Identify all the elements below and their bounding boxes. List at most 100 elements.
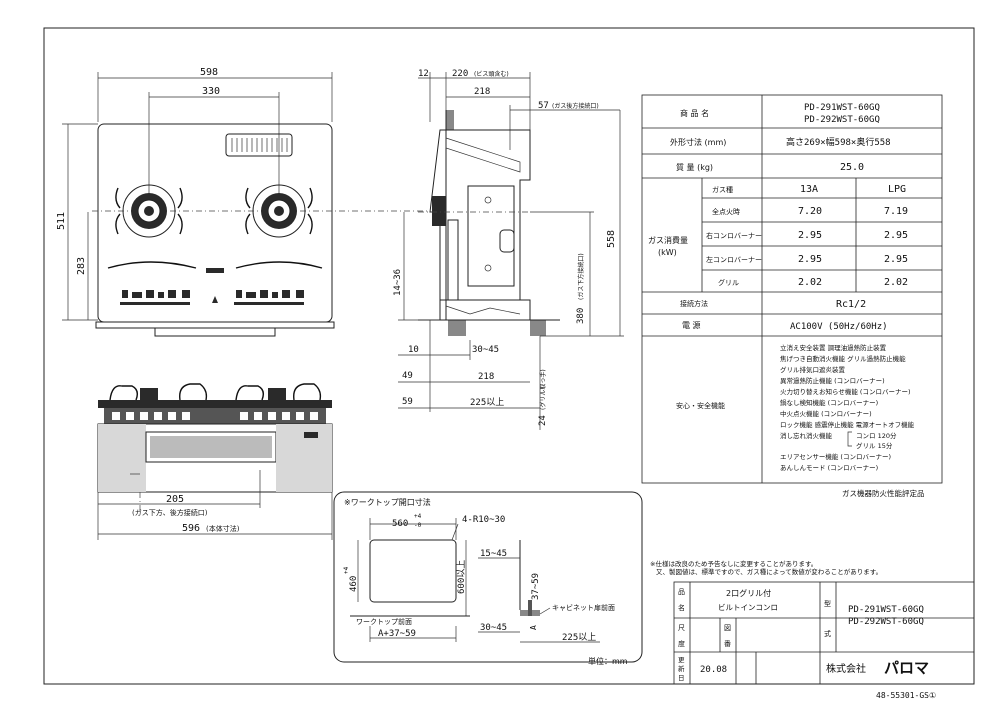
sheet-border [43, 27, 975, 685]
svg-text:全点火時: 全点火時 [712, 207, 740, 216]
dim-218-bottom: 218 [478, 372, 494, 382]
svg-text:接続方法: 接続方法 [680, 299, 708, 308]
model-2: PD-292WST-60GQ [848, 617, 924, 627]
certification: ガス機器防火性能評定品 [842, 488, 925, 498]
dim-220: 220 [452, 69, 468, 79]
svg-text:名: 名 [678, 603, 685, 612]
company-logo: パロマ [884, 659, 929, 677]
product-type-1: 2口グリル付 [726, 588, 771, 598]
dim-380-note: (ガス下方接続口) [577, 253, 585, 300]
product-type-2: ビルトインコンロ [718, 603, 778, 612]
svg-text:エリアセンサー機能 (コンロバーナー): エリアセンサー機能 (コンロバーナー) [780, 452, 891, 461]
svg-text:2.02: 2.02 [884, 277, 908, 288]
dim-205: 205 [166, 494, 184, 505]
cutout-a-37-59: A+37~59 [378, 629, 416, 639]
mass-value: 25.0 [840, 162, 864, 173]
side-view: 12 220 (ビス頭含む) 218 57 (ガス後方接続口) 558 3 [393, 69, 624, 430]
svg-text:新: 新 [678, 664, 685, 673]
svg-text:商 品 名: 商 品 名 [680, 108, 709, 118]
cutout-460: 460 [349, 576, 359, 592]
dim-49: 49 [402, 371, 413, 381]
dim-24: 24 [538, 415, 548, 426]
cutout-detail: ※ワークトップ開口寸法 560 +4 -0 4-R10~30 460 +4 60… [333, 491, 643, 663]
cutout-560: 560 [392, 519, 408, 529]
svg-text:品: 品 [678, 588, 685, 596]
safety-list: 立消え安全装置 調理油過熱防止装置 焦げつき自動消火機能 グリル過熱防止機能 グ… [780, 343, 915, 472]
svg-text:更: 更 [678, 656, 685, 664]
svg-text:外形寸法 (mm): 外形寸法 (mm) [670, 137, 726, 147]
product-name-2: PD-292WST-60GQ [804, 115, 880, 125]
note-line-1: ※仕様は改良のため予告なしに変更することがあります。 [650, 559, 817, 568]
svg-text:型: 型 [824, 599, 831, 608]
cutout-30-45: 30~45 [480, 623, 507, 633]
svg-text:A: A [529, 625, 538, 630]
note-line-2: 又、製図値は、標準ですので、ガス種によって数値が変わることがあります。 [656, 567, 882, 576]
svg-text:2.02: 2.02 [798, 277, 822, 288]
svg-text:立消え安全装置 調理油過熱防止装置: 立消え安全装置 調理油過熱防止装置 [780, 343, 887, 352]
left-burner-icon [115, 184, 183, 238]
svg-text:-0: -0 [414, 522, 422, 529]
svg-text:焦げつき自動消火機能 グリル過熱防止機能: 焦げつき自動消火機能 グリル過熱防止機能 [780, 354, 906, 363]
svg-text:+4: +4 [343, 566, 350, 574]
cabinet-front-label: キャビネット扉前面 [552, 603, 615, 612]
svg-text:式: 式 [824, 629, 831, 638]
svg-text:株式会社: 株式会社 [826, 662, 866, 675]
cutout-37-59: 37~59 [531, 573, 541, 600]
svg-text:尺: 尺 [678, 624, 685, 632]
svg-text:安心・安全機能: 安心・安全機能 [676, 401, 725, 410]
dim-596-note: (本体寸法) [206, 524, 240, 533]
dim-558: 558 [606, 230, 617, 248]
dim-205-note: (ガス下方、後方接続口) [132, 508, 208, 517]
cutout-title: ※ワークトップ開口寸法 [344, 497, 431, 507]
svg-text:13A: 13A [800, 184, 818, 195]
document-number: 48-55301-GS① [876, 691, 936, 700]
svg-text:火力切り替えお知らせ機能 (コンロバーナー): 火力切り替えお知らせ機能 (コンロバーナー) [780, 387, 911, 396]
svg-text:左コンロバーナー: 左コンロバーナー [706, 255, 762, 264]
svg-text:2.95: 2.95 [884, 254, 908, 265]
power-value: AC100V (50Hz/60Hz) [790, 322, 888, 332]
cutout-225: 225以上 [562, 632, 596, 643]
svg-text:番: 番 [724, 640, 731, 648]
svg-text:グリル排気口遮炎装置: グリル排気口遮炎装置 [780, 365, 846, 374]
update-date: 20.08 [700, 665, 727, 675]
svg-text:2.95: 2.95 [798, 254, 822, 265]
svg-text:鍋なし検知機能 (コンロバーナー): 鍋なし検知機能 (コンロバーナー) [780, 398, 878, 407]
dim-12: 12 [418, 69, 429, 79]
dim-596: 596 [182, 523, 200, 534]
dim-220-note: (ビス頭含む) [474, 70, 509, 78]
svg-text:2.95: 2.95 [798, 230, 822, 241]
product-name-1: PD-291WST-60GQ [804, 103, 880, 113]
right-burner-icon [245, 184, 313, 238]
svg-text:ガス種: ガス種 [712, 185, 733, 194]
svg-text:2.95: 2.95 [884, 230, 908, 241]
svg-text:グリル: グリル [718, 278, 739, 287]
cutout-4r: 4-R10~30 [462, 515, 505, 525]
front-view: 205 (ガス下方、後方接続口) 596 (本体寸法) [97, 383, 333, 540]
svg-text:(kW): (kW) [658, 248, 677, 257]
svg-text:中火点火機能 (コンロバーナー): 中火点火機能 (コンロバーナー) [780, 409, 872, 418]
svg-text:コンロ 120分: コンロ 120分 [856, 431, 897, 440]
connection-value: Rc1/2 [836, 299, 866, 310]
svg-text:質 量 (kg): 質 量 (kg) [676, 162, 713, 172]
dim-283: 283 [76, 257, 87, 275]
dim-24-note: (グリル取っ手) [539, 369, 547, 410]
spec-table: 商 品 名 PD-291WST-60GQ PD-292WST-60GQ 外形寸法… [641, 94, 943, 498]
svg-text:異常過熱防止機能 (コンロバーナー): 異常過熱防止機能 (コンロバーナー) [780, 376, 885, 385]
svg-text:ガス消費量: ガス消費量 [648, 235, 688, 245]
dim-14-36: 14~36 [393, 269, 403, 296]
cutout-600: 600以上 [456, 560, 467, 594]
dim-59: 59 [402, 397, 413, 407]
svg-text:LPG: LPG [888, 184, 906, 195]
dims-value: 高さ269×幅598×奥行558 [786, 136, 891, 148]
dim-511: 511 [56, 212, 67, 230]
unit-label: 単位：mm [588, 656, 628, 666]
dim-380: 380 [576, 308, 586, 324]
svg-text:グリル 15分: グリル 15分 [856, 441, 893, 450]
cutout-15-45: 15~45 [480, 549, 507, 559]
dim-30-45-side: 30~45 [472, 345, 499, 355]
dim-598: 598 [200, 67, 218, 78]
svg-text:ロック機能 感震停止機能 電源オートオフ機能: ロック機能 感震停止機能 電源オートオフ機能 [780, 420, 915, 429]
svg-text:度: 度 [678, 639, 685, 648]
svg-text:図: 図 [724, 624, 731, 632]
